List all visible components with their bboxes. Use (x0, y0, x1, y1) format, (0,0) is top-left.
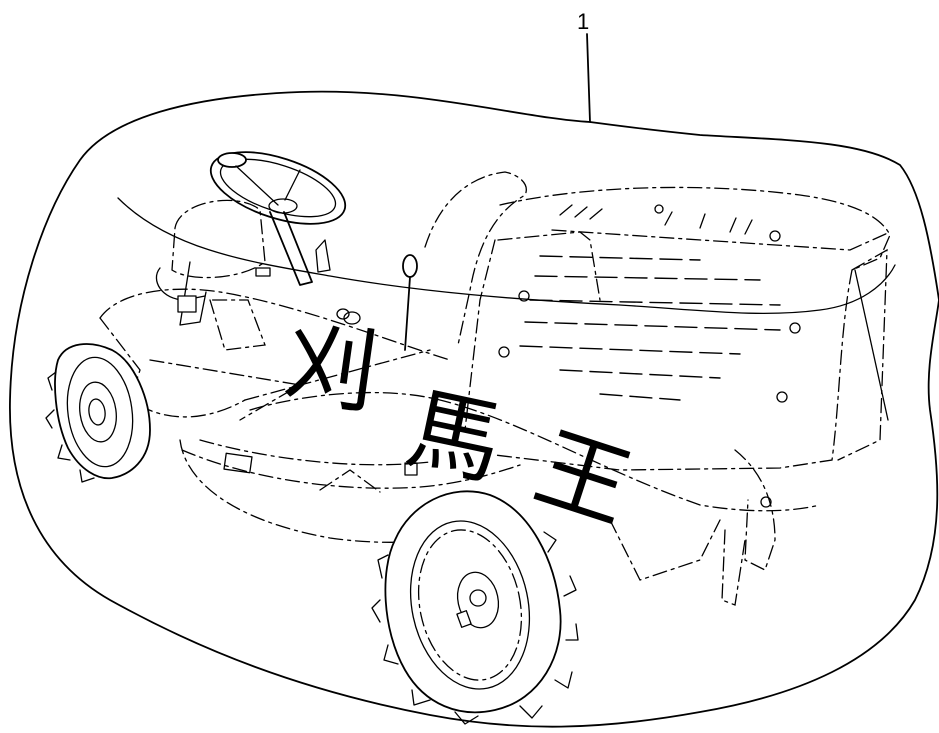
edge-line-upper (117, 197, 896, 315)
rear-wheel (371, 490, 579, 725)
hood (464, 186, 891, 471)
seat (155, 199, 266, 326)
body-side-panel (249, 391, 821, 512)
hood-vent-slots (519, 204, 781, 401)
callout-leader-line (586, 33, 591, 123)
decal-char-2: 馬 (399, 375, 511, 499)
decal-char-3: 王 (523, 413, 644, 543)
callout-number: 1 (577, 9, 589, 34)
rear-hitch (609, 449, 776, 606)
decal-outline (9, 90, 939, 728)
decal-char-1: 刈 (278, 309, 384, 428)
frame (99, 288, 451, 421)
mower-deck (179, 439, 521, 543)
steering-wheel (209, 151, 347, 286)
rear-fender (424, 171, 527, 346)
shift-levers (255, 239, 418, 351)
front-wheel (45, 343, 151, 483)
